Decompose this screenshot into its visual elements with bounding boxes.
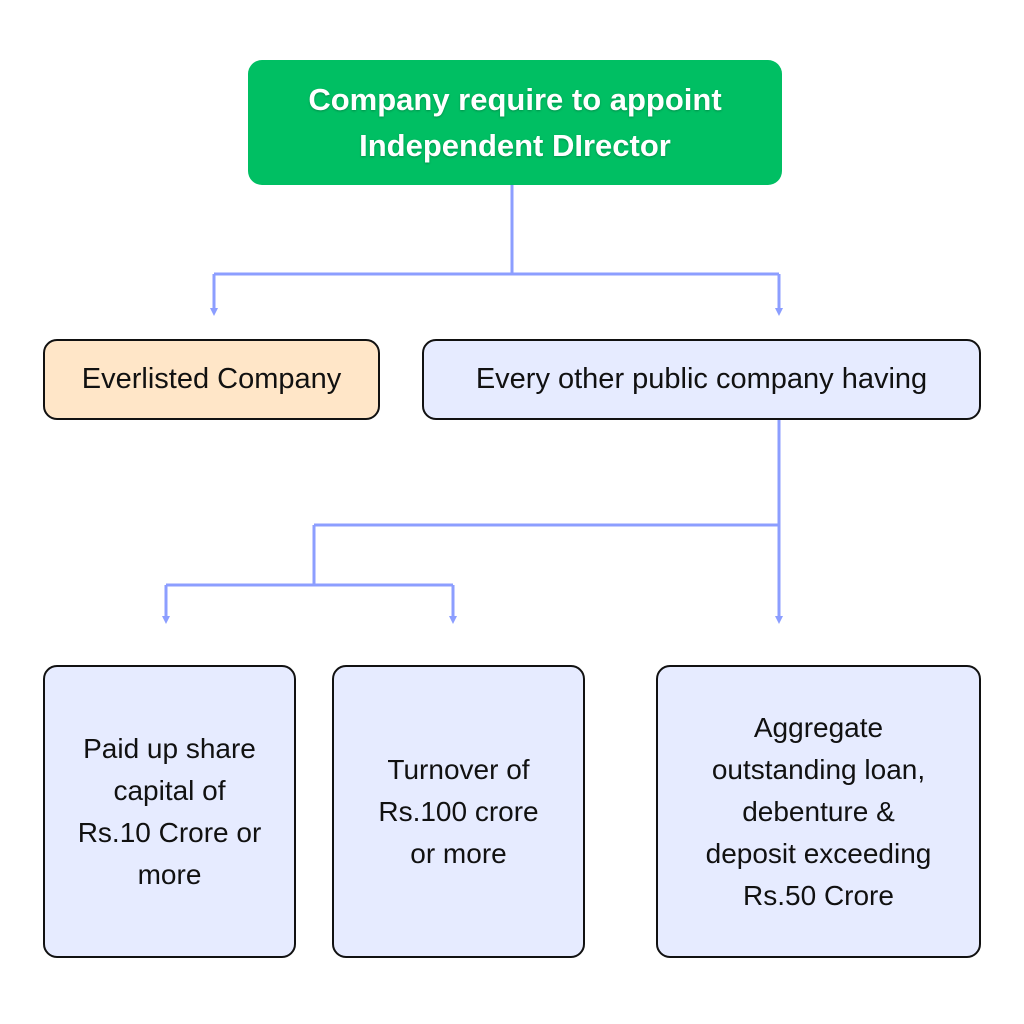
turnover-label: Turnover of Rs.100 crore or more: [378, 753, 539, 869]
paid-up-capital-label: Paid up share capital of Rs.10 Crore or …: [77, 732, 262, 890]
everlisted-company-node: Everlisted Company: [43, 339, 380, 420]
everlisted-company-label: Everlisted Company: [81, 363, 342, 395]
public-company-label: Every other public company having: [475, 363, 928, 395]
root-node-label: Company require to appoint Independent D…: [308, 81, 722, 163]
root-node: Company require to appoint Independent D…: [248, 60, 782, 185]
paid-up-capital-node: Paid up share capital of Rs.10 Crore or …: [43, 665, 296, 958]
public-company-node: Every other public company having: [422, 339, 981, 420]
aggregate-loan-label: Aggregate outstanding loan, debenture & …: [705, 711, 932, 911]
turnover-node: Turnover of Rs.100 crore or more: [332, 665, 585, 958]
aggregate-loan-node: Aggregate outstanding loan, debenture & …: [656, 665, 981, 958]
